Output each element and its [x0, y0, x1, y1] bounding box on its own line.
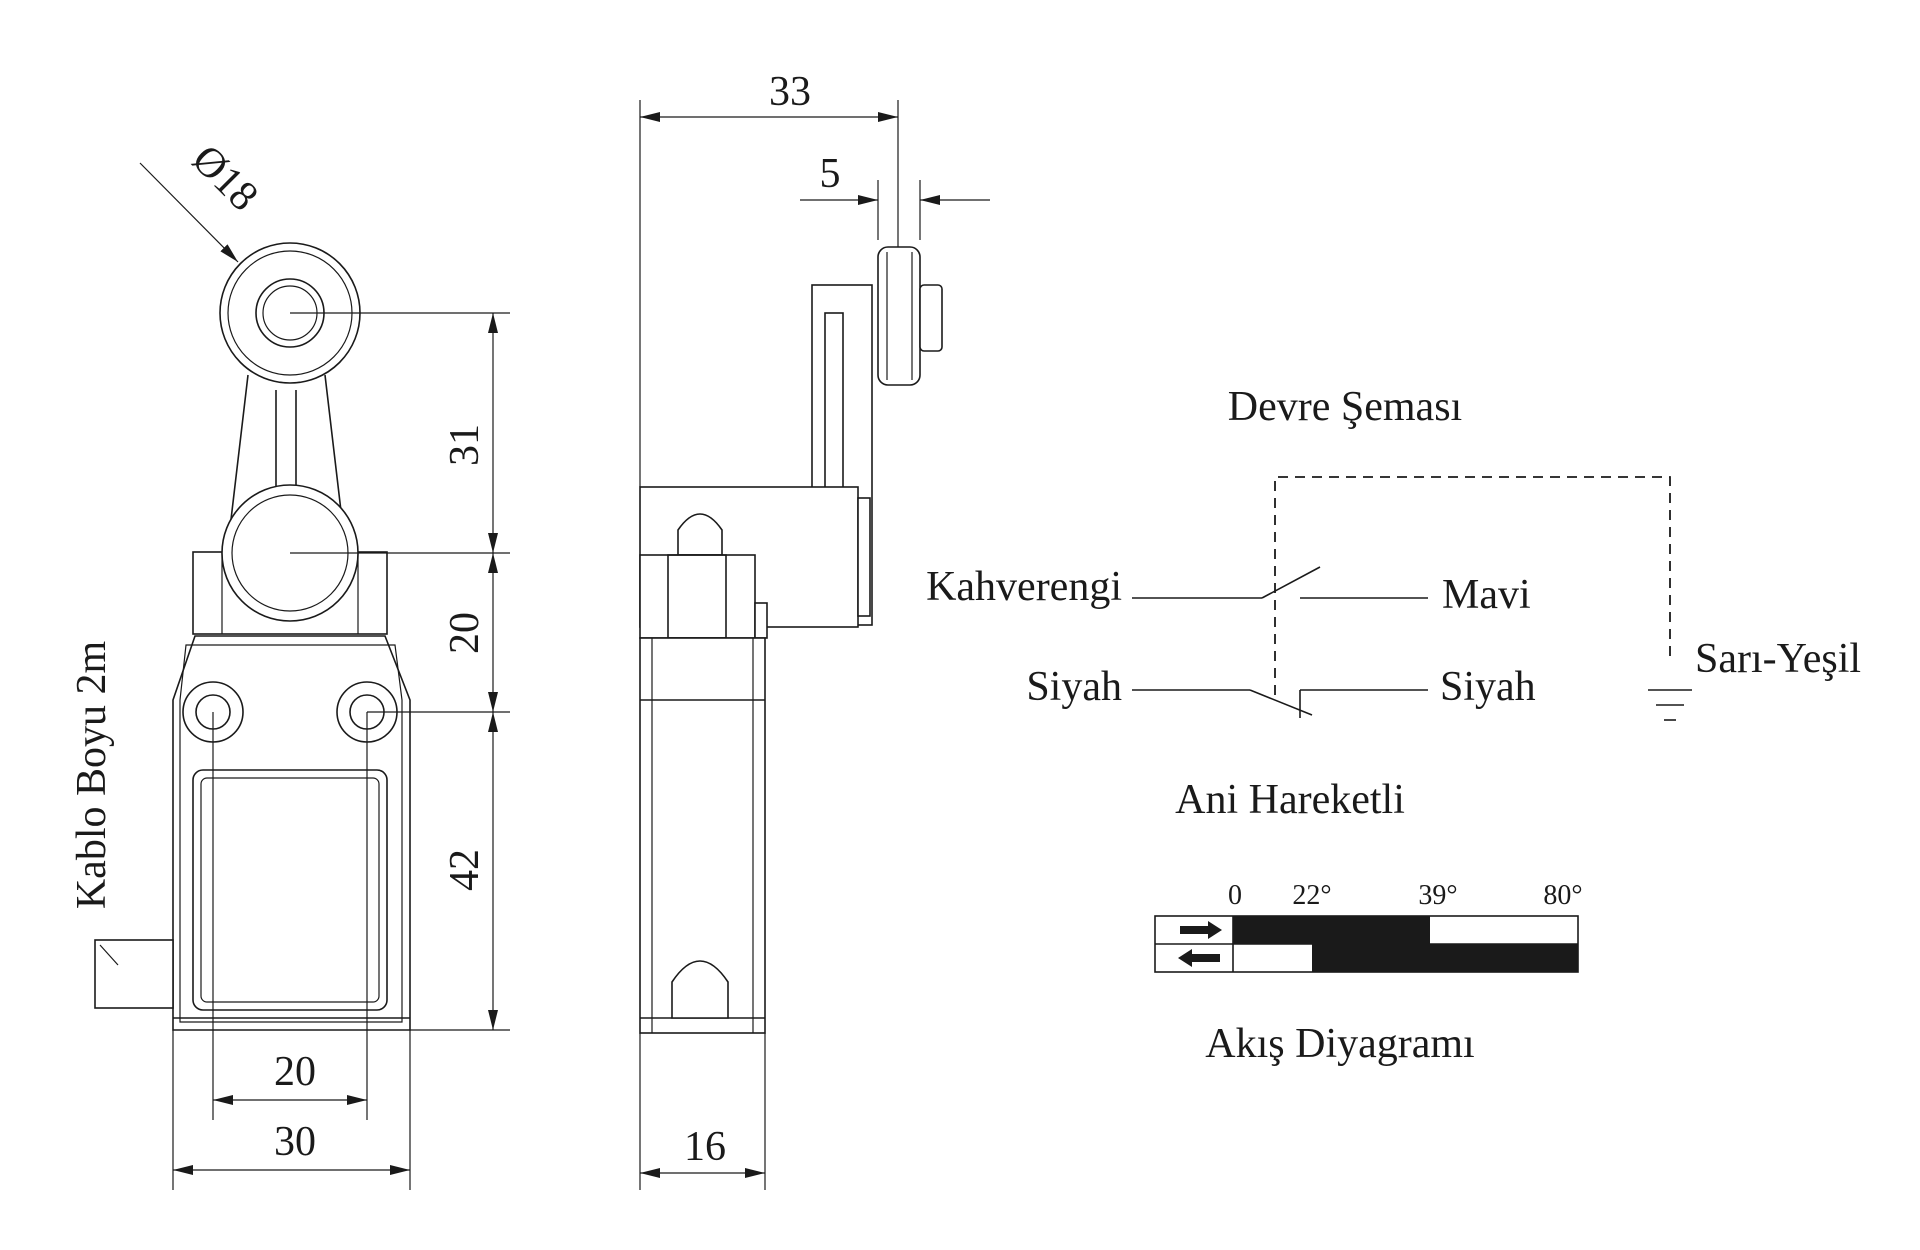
- dim-16: 16: [684, 1124, 726, 1170]
- angle-39: 39°: [1418, 880, 1457, 911]
- angle-0: 0: [1228, 880, 1242, 911]
- wire-right-bottom: Siyah: [1440, 664, 1536, 710]
- dim-20-vertical: 20: [442, 612, 488, 654]
- dim-20-horizontal: 20: [274, 1049, 316, 1095]
- forward-arrow-icon: [1180, 921, 1222, 939]
- side-view: 33 5 16: [639, 69, 990, 1190]
- angle-22: 22°: [1292, 880, 1331, 911]
- flow-title: Akış Diyagramı: [1205, 1021, 1474, 1067]
- angle-80: 80°: [1543, 880, 1582, 911]
- dim-42: 42: [442, 849, 488, 891]
- circuit-diagram: Devre Şeması Kahverengi Mavi Siyah Siyah…: [926, 384, 1861, 823]
- wire-ground: Sarı-Yeşil: [1695, 636, 1861, 682]
- dim-roller-diameter: Ø18: [183, 136, 267, 220]
- dim-5: 5: [820, 151, 841, 197]
- dim-30: 30: [274, 1119, 316, 1165]
- wire-right-top: Mavi: [1442, 572, 1531, 618]
- dim-31: 31: [442, 424, 488, 466]
- dim-33: 33: [769, 69, 811, 115]
- reverse-arrow-icon: [1178, 949, 1220, 967]
- action-type-label: Ani Hareketli: [1175, 777, 1405, 823]
- circuit-title: Devre Şeması: [1228, 384, 1462, 430]
- flow-diagram: 0 22° 39° 80° Akış Diyagramı: [1154, 880, 1583, 1067]
- cable-length-label: Kablo Boyu 2m: [69, 641, 115, 910]
- front-view: Ø18 31 20 42 20 30 Kablo Boyu 2m: [69, 136, 510, 1190]
- wire-left-bottom: Siyah: [1026, 664, 1122, 710]
- wire-left-top: Kahverengi: [926, 564, 1122, 610]
